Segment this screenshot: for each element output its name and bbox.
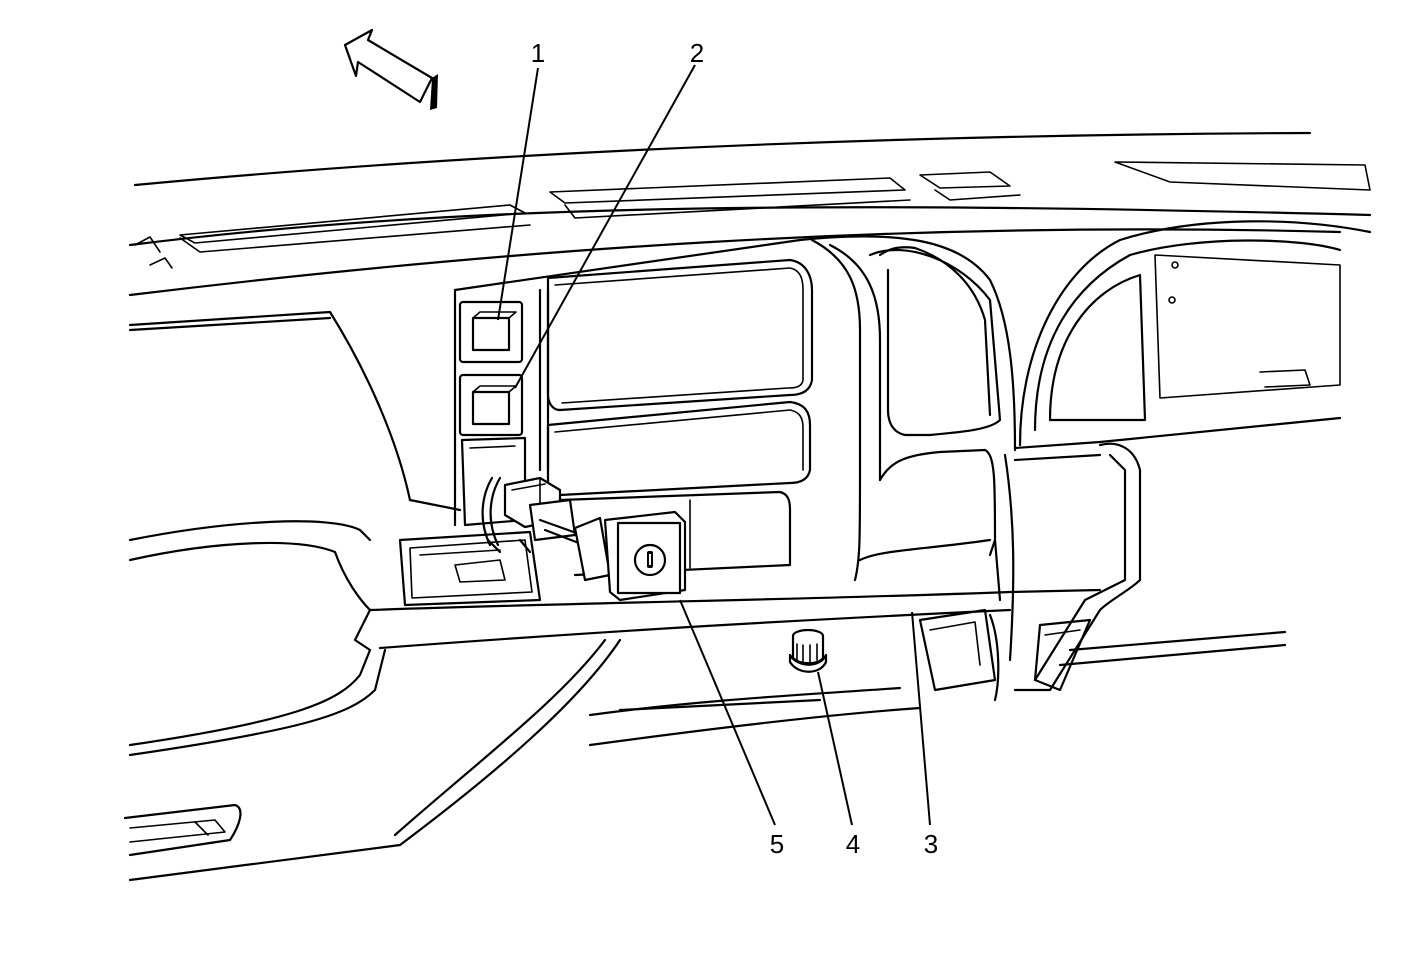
callout-1: 1 [531,38,545,68]
forward-arrow-icon [343,28,438,110]
leader-4 [817,671,853,826]
callout-5: 5 [770,829,784,859]
knob [788,628,828,673]
switch-2 [458,373,524,437]
dash-right [918,220,1372,702]
leader-3 [911,611,931,826]
dash-left-panel [128,310,462,757]
lighter-assembly [573,510,687,602]
dash-top [128,131,1372,297]
leader-5 [679,599,776,826]
dash-lower [123,588,1287,882]
leader-1 [497,67,539,321]
callout-4: 4 [846,829,860,859]
switch-1 [458,300,524,364]
leader-lines [497,64,931,826]
leader-2 [514,64,696,389]
center-bezel [453,235,1017,582]
callout-3: 3 [924,829,938,859]
callout-2: 2 [690,38,704,68]
